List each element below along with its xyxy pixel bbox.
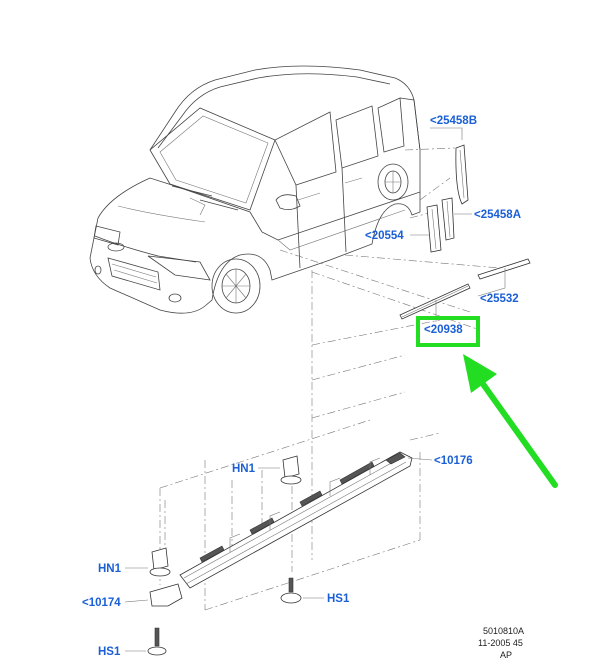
sill-parts: [124, 451, 433, 656]
reference-line-2: 11-2005 45: [478, 638, 523, 648]
reference-line-1: 5010810A: [483, 626, 524, 636]
highlight-arrow-shaft: [475, 374, 558, 488]
callout-10174[interactable]: <10174: [82, 597, 121, 609]
highlight-box: [416, 316, 480, 347]
trim-parts: [399, 127, 531, 322]
callout-labels: <25458B <25458A <20554 <25532 <20938 <10…: [82, 115, 521, 658]
callout-20938[interactable]: <20938: [424, 324, 463, 336]
reference-block: 5010810A 11-2005 45 AP: [478, 626, 524, 660]
callout-hs1-right[interactable]: HS1: [327, 593, 350, 605]
callout-hn1-top[interactable]: HN1: [232, 463, 256, 475]
highlight-arrow-head: [463, 354, 497, 393]
callout-25532[interactable]: <25532: [480, 293, 519, 305]
callout-20554[interactable]: <20554: [365, 230, 404, 242]
callout-25458A[interactable]: <25458A: [474, 209, 521, 221]
callout-hn1-left[interactable]: HN1: [98, 563, 122, 575]
reference-line-3: AP: [500, 650, 512, 660]
car-illustration: [89, 65, 421, 314]
callout-hs1-bottom[interactable]: HS1: [98, 646, 121, 658]
callout-25458B[interactable]: <25458B: [430, 115, 477, 127]
callout-10176[interactable]: <10176: [434, 455, 473, 467]
highlight-annotation: [416, 316, 558, 488]
